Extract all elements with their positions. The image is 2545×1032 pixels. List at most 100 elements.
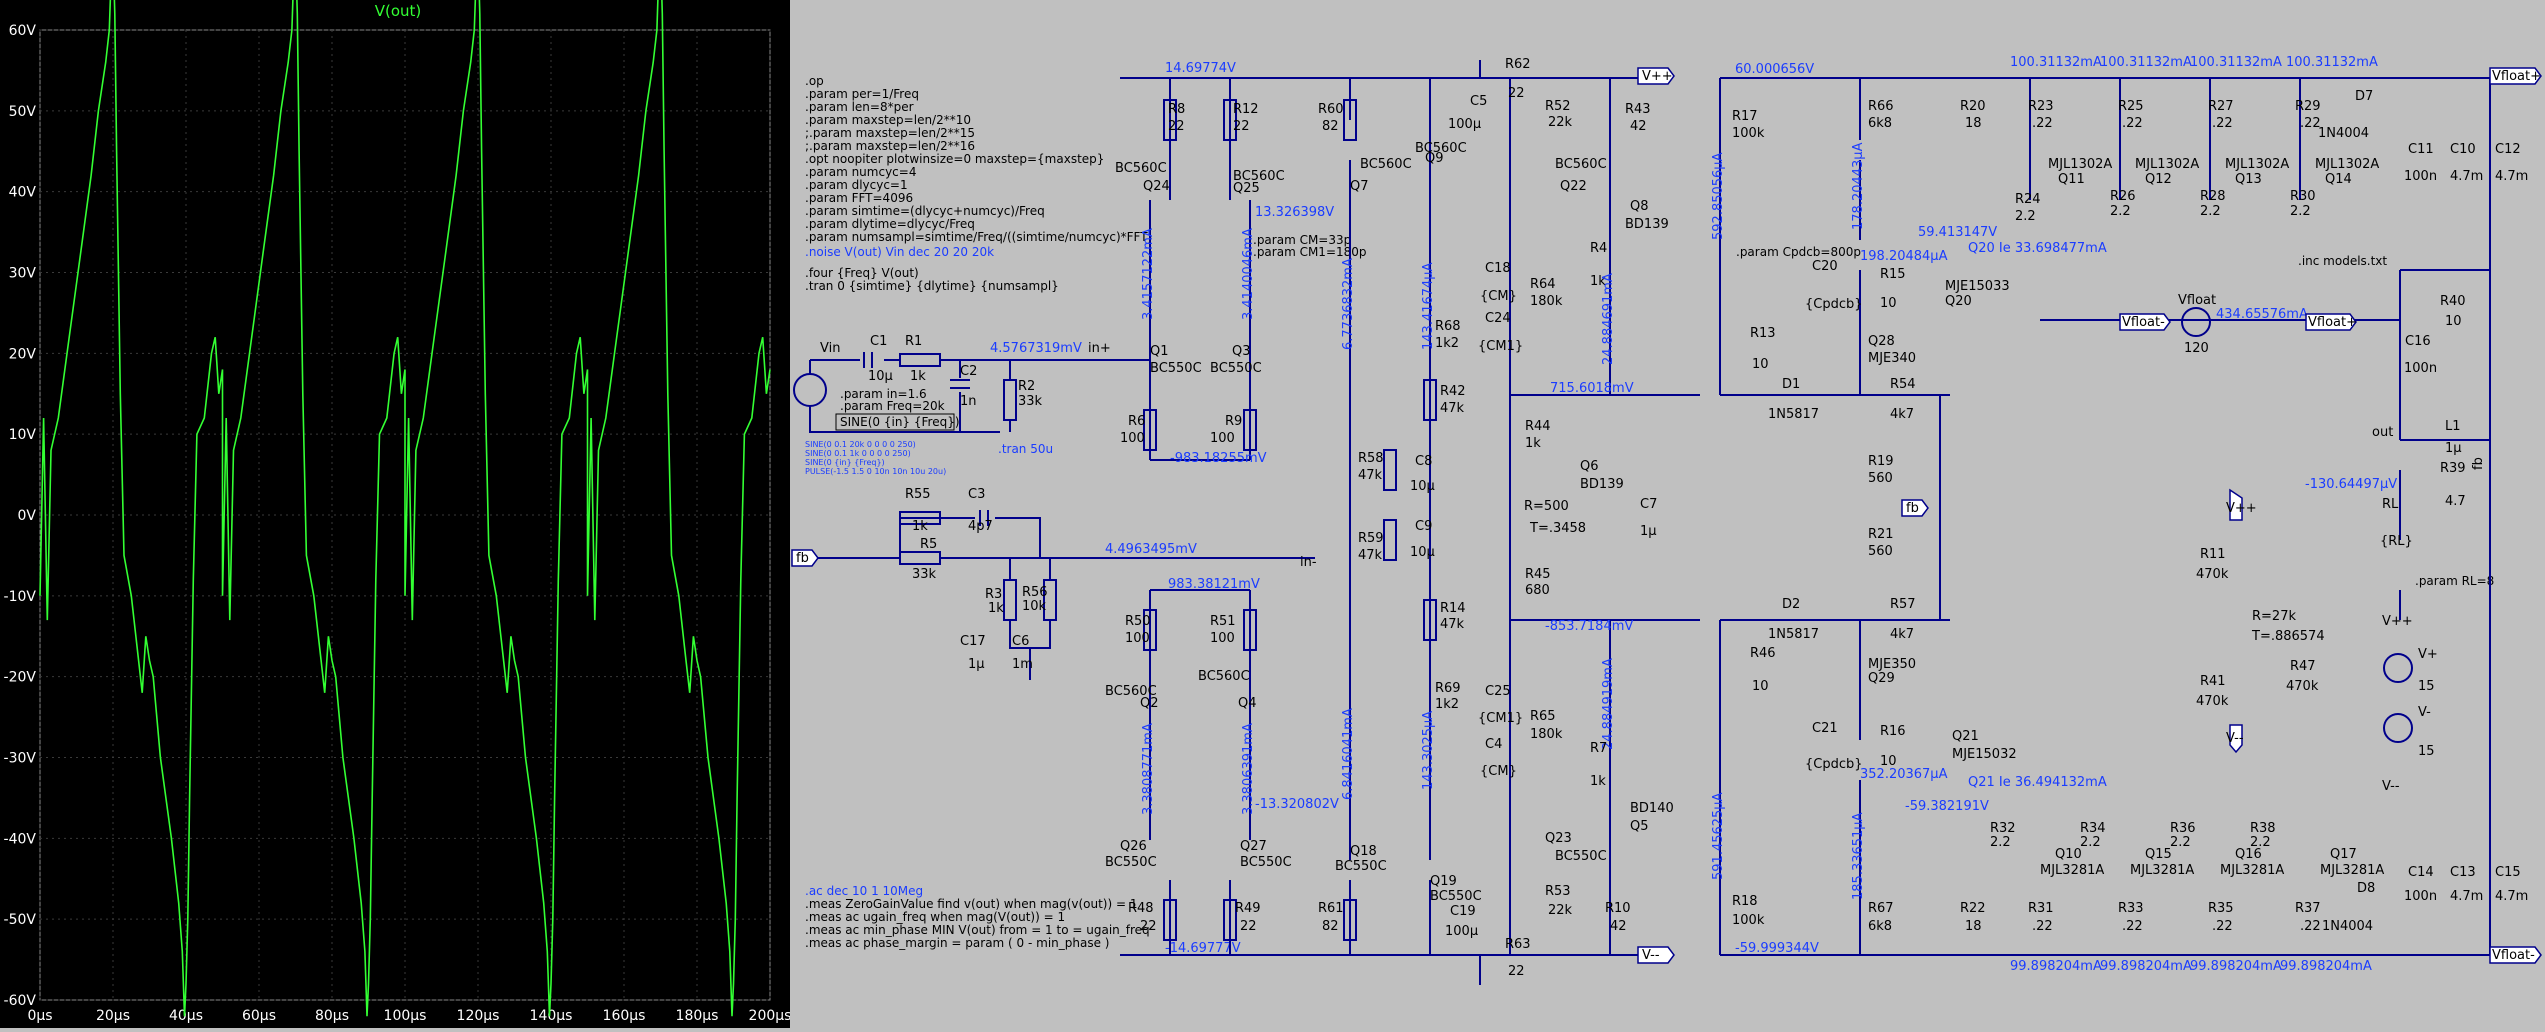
plot-title[interactable]: V(out): [375, 2, 422, 20]
svg-text:R11: R11: [2200, 547, 2226, 562]
param-cm-directive[interactable]: .param CM=33p: [1253, 233, 1351, 247]
svg-text:.22: .22: [2122, 116, 2143, 131]
svg-text:100µ: 100µ: [1448, 117, 1481, 132]
svg-text:1N5817: 1N5817: [1768, 627, 1819, 642]
svg-text:C25: C25: [1485, 684, 1511, 699]
in-minus-label: in-: [1300, 555, 1317, 570]
svg-text:{CM}: {CM}: [1480, 289, 1517, 304]
directive-line: .param maxstep=len/2**10: [805, 113, 971, 127]
y-tick-label: -60V: [4, 993, 37, 1009]
ac-directives[interactable]: .ac dec 10 1 10Meg .meas ZeroGainValue f…: [805, 884, 1150, 950]
svg-text:MJL3281A: MJL3281A: [2130, 863, 2194, 878]
param-cpdcb-directive[interactable]: .param Cpdcb=800p: [1736, 245, 1861, 259]
schematic-canvas[interactable]: .op .param per=1/Freq .param len=8*per .…: [790, 0, 2545, 1028]
fb-port-right: [1901, 499, 1929, 517]
svg-text:V--: V--: [2382, 779, 2400, 794]
tran-directive[interactable]: .tran 0 {simtime} {dlytime} {numsampl}: [805, 279, 1059, 293]
svg-text:R34: R34: [2080, 821, 2106, 836]
directive-line: .param len=8*per: [805, 100, 914, 114]
svg-text:33k: 33k: [912, 567, 937, 582]
svg-text:C3: C3: [968, 487, 985, 502]
svg-text:680: 680: [1525, 583, 1550, 598]
svg-text:R46: R46: [1750, 646, 1776, 661]
schematic[interactable]: .op .param per=1/Freq .param len=8*per .…: [790, 0, 2545, 1028]
svg-text:BC550C: BC550C: [1430, 889, 1482, 904]
branch-current: 24.884691mA: [1601, 273, 1616, 365]
svg-text:R22: R22: [1960, 901, 1986, 916]
svg-text:10k: 10k: [1022, 599, 1047, 614]
svg-text:.22: .22: [2300, 919, 2321, 934]
y-tick-label: 0V: [18, 508, 37, 524]
inc-directive[interactable]: .inc models.txt: [2298, 254, 2387, 268]
vmm-label-right: V--: [2226, 731, 2244, 746]
svg-text:6k8: 6k8: [1868, 919, 1892, 934]
svg-text:Q11: Q11: [2058, 172, 2085, 187]
pot-tap: T=.3458: [1529, 521, 1586, 536]
svg-text:82: 82: [1322, 119, 1339, 134]
node-voltage: 983.38121mV: [1168, 577, 1260, 592]
svg-text:MJE350: MJE350: [1868, 657, 1916, 672]
param-cm1-directive[interactable]: .param CM1=180p: [1253, 245, 1367, 259]
x-tick-label: 20µs: [96, 1008, 130, 1024]
output-current: 100.31132mA: [2010, 55, 2102, 70]
svg-text:C21: C21: [1812, 721, 1838, 736]
svg-text:42: 42: [1610, 919, 1627, 934]
param-rl-directive[interactable]: .param RL=8: [2415, 574, 2494, 588]
svg-text:{Cpdcb}: {Cpdcb}: [1805, 757, 1863, 772]
svg-text:C8: C8: [1415, 454, 1432, 469]
svg-text:SINE(0 0.1 20k 0 0 0 0 250): SINE(0 0.1 20k 0 0 0 0 250): [805, 440, 916, 449]
tran50-directive[interactable]: .tran 50u: [998, 442, 1053, 456]
svg-text:22: 22: [1233, 119, 1250, 134]
svg-text:1k2: 1k2: [1435, 336, 1459, 351]
svg-text:C11: C11: [2408, 142, 2434, 157]
x-tick-label: 100µs: [384, 1008, 427, 1024]
svg-text:Q17: Q17: [2330, 847, 2357, 862]
svg-text:R48: R48: [1128, 901, 1154, 916]
svg-text:47k: 47k: [1440, 617, 1465, 632]
svg-text:R6: R6: [1128, 414, 1145, 429]
noise-directive[interactable]: .noise V(out) Vin dec 20 20 20k: [805, 245, 994, 259]
svg-text:R58: R58: [1358, 451, 1384, 466]
svg-text:Q26: Q26: [1120, 839, 1147, 854]
svg-text:R15: R15: [1880, 267, 1906, 282]
svg-text:R12: R12: [1233, 102, 1259, 117]
svg-text:.22: .22: [2032, 919, 2053, 934]
svg-text:R1: R1: [905, 334, 922, 349]
svg-text:MJL3281A: MJL3281A: [2220, 863, 2284, 878]
svg-text:R43: R43: [1625, 102, 1651, 117]
svg-text:C4: C4: [1485, 737, 1502, 752]
vfloat-neg-port: [2489, 946, 2542, 964]
svg-text:C5: C5: [1470, 94, 1487, 109]
directive-line: .op: [805, 74, 824, 88]
y-tick-label: -40V: [4, 831, 37, 847]
svg-text:R44: R44: [1525, 419, 1551, 434]
svg-text:100n: 100n: [2404, 361, 2437, 376]
svg-text:R21: R21: [1868, 527, 1894, 542]
four-directive[interactable]: .four {Freq} V(out): [805, 266, 919, 280]
waveform-plot[interactable]: V(out) 60V50V40V30V20V10V0V-10V-20V-30V-…: [0, 0, 791, 1028]
output-current: 100.31132mA: [2286, 55, 2378, 70]
node-voltage: -853.7184mV: [1545, 619, 1633, 634]
fb-label: fb: [796, 551, 809, 566]
svg-text:1µ: 1µ: [1640, 524, 1657, 539]
svg-text:R40: R40: [2440, 294, 2466, 309]
svg-text:47k: 47k: [1440, 401, 1465, 416]
svg-text:1k: 1k: [910, 369, 926, 384]
node-voltage: 4.4963495mV: [1105, 542, 1197, 557]
svg-text:2.2: 2.2: [2015, 209, 2036, 224]
spice-directives[interactable]: .op .param per=1/Freq .param len=8*per .…: [805, 74, 1152, 244]
svg-text:MJE15032: MJE15032: [1952, 747, 2017, 762]
node-voltage: 715.6018mV: [1550, 381, 1634, 396]
y-tick-label: 30V: [9, 266, 37, 282]
svg-text:V++: V++: [2382, 614, 2413, 629]
svg-text:180k: 180k: [1530, 727, 1563, 742]
y-tick-label: -50V: [4, 912, 37, 928]
svg-text:{CM1}: {CM1}: [1478, 339, 1523, 354]
svg-text:R3: R3: [985, 587, 1002, 602]
svg-text:{CM1}: {CM1}: [1478, 711, 1523, 726]
svg-text:MJL1302A: MJL1302A: [2315, 157, 2379, 172]
svg-text:C9: C9: [1415, 519, 1432, 534]
branch-current: 6.8416041mA: [1341, 708, 1356, 800]
